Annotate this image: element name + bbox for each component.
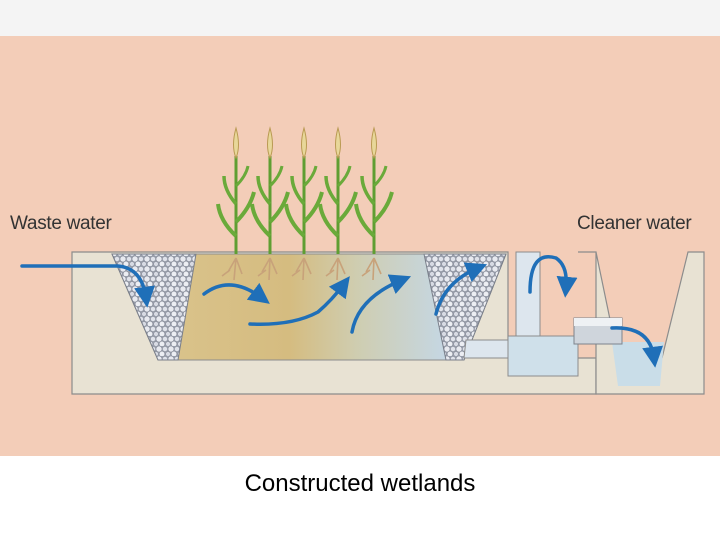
wetland-diagram: Waste water Cleaner water: [0, 36, 720, 456]
curved-arrow-icon: [248, 276, 350, 326]
curved-arrow-icon: [434, 262, 488, 316]
flow-arrows: [20, 255, 664, 368]
collection-chamber: [507, 335, 579, 377]
curved-arrow-icon: [610, 326, 664, 368]
curved-arrow-icon: [20, 264, 155, 308]
wetland-illustration: [20, 126, 705, 395]
curved-arrow-icon: [202, 282, 270, 304]
clean-water-pool: [612, 342, 664, 386]
curved-arrow-icon: [528, 255, 578, 298]
figure-caption: Constructed wetlands: [244, 470, 476, 497]
top-strip: [0, 0, 720, 36]
reed-plant-icon: [318, 126, 358, 254]
caption-area: [0, 456, 720, 540]
reed-plant-icon: [216, 126, 256, 254]
plant-roots: [221, 257, 382, 281]
inflow-label: Waste water: [10, 213, 112, 234]
reed-plant-icon: [250, 126, 290, 254]
reed-plant-icon-group: [216, 126, 394, 254]
curved-arrow-icon: [350, 274, 412, 334]
reed-plant-icon: [284, 126, 324, 254]
reed-plant-icon: [354, 126, 394, 254]
outflow-label: Cleaner water: [577, 213, 692, 234]
